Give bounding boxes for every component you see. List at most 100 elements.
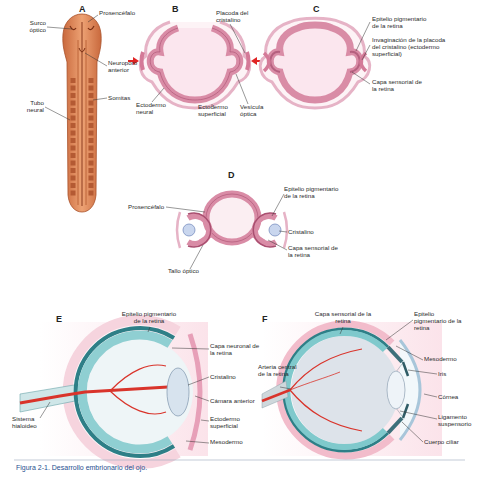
neural-groove — [82, 22, 83, 206]
panel-letter: D — [228, 170, 235, 180]
ciliary-body — [388, 347, 402, 362]
leader-line — [362, 45, 370, 60]
structure-label: Sistema hialoideo — [12, 416, 46, 430]
leader-line — [280, 387, 291, 389]
structure-label: Capa sensorial de la retina — [312, 311, 374, 325]
leader-line — [236, 74, 248, 104]
structure-label: Epitelio pigmentario de la retina — [372, 16, 430, 30]
optic-cup-e — [20, 320, 208, 464]
structure-label: Surco óptico — [14, 20, 46, 34]
iris — [403, 404, 408, 418]
lens — [167, 368, 189, 416]
neural-section-b — [128, 22, 262, 108]
structure-label: Epitelio pigmentario de la retina — [118, 311, 180, 325]
structure-label: Epitelio pigmentario de la retina — [414, 311, 466, 332]
structure-label: Capa sensorial de la retina — [372, 79, 424, 93]
leader-line — [188, 377, 209, 385]
leader-line — [195, 396, 209, 401]
surface-ectoderm — [140, 22, 249, 108]
structure-label: Somitas — [108, 95, 130, 102]
leader-line — [201, 420, 209, 421]
structure-label: Córnea — [438, 394, 458, 401]
neural-fold — [86, 40, 87, 205]
lens — [269, 224, 281, 236]
leader-line — [45, 107, 70, 120]
mesoderm — [280, 324, 392, 456]
structure-label: Vesícula óptica — [240, 104, 270, 118]
ciliary-body — [388, 418, 402, 433]
leader-line — [279, 231, 287, 232]
panel-letter: C — [313, 4, 320, 14]
structure-label: Ectodermo superficial — [198, 104, 238, 118]
panel-letter: E — [56, 314, 62, 324]
structure-label: Cuerpo ciliar — [424, 439, 459, 446]
structure-label: Placoda del cristalino — [216, 10, 258, 24]
panel-letter: A — [79, 4, 86, 14]
lens — [387, 371, 405, 409]
anterior-neuropore — [79, 48, 85, 52]
neural-ectoderm — [150, 28, 240, 100]
pigment-epithelium — [350, 52, 360, 72]
retinal-branch — [290, 349, 362, 390]
structure-label: Tallo óptico — [168, 268, 199, 275]
embryo — [63, 14, 101, 212]
figure-caption: Figura 2-1. Desarrollo embrionario del o… — [16, 464, 147, 471]
panel-letter: F — [262, 314, 268, 324]
lens — [183, 224, 195, 236]
central-retinal-artery — [262, 390, 290, 401]
lens-invagination — [264, 53, 269, 71]
structure-label: Neuroporo anterior — [108, 60, 144, 74]
prosencephalon — [206, 194, 258, 242]
leader-lines-f — [280, 320, 437, 442]
structure-label: Mesodermo — [210, 439, 243, 446]
panel-letter: B — [172, 4, 179, 14]
leader-lines-b — [152, 24, 248, 106]
leader-line — [230, 24, 245, 53]
structure-label: Cristalino — [210, 374, 236, 381]
leader-line — [402, 422, 423, 442]
retinal-branch — [290, 372, 340, 390]
iris — [403, 362, 408, 376]
leader-line — [352, 72, 370, 84]
structure-label: Ligamento suspensorio — [438, 414, 476, 428]
surface-ectoderm — [260, 18, 369, 108]
pigment-epithelium — [270, 52, 280, 72]
retinal-branch — [290, 390, 362, 431]
hyaloid-branch — [110, 365, 166, 391]
leader-line — [148, 327, 150, 332]
structure-label: Prosencéfalo — [99, 10, 135, 17]
leader-line — [356, 22, 370, 51]
leader-line — [93, 98, 107, 100]
structure-label: Cámara anterior — [210, 398, 255, 405]
pigment-epithelium — [284, 329, 388, 451]
leader-line — [400, 411, 437, 419]
structure-label: Epitelio pigmentario de la retina — [284, 186, 340, 200]
structure-label: Mesodermo — [424, 356, 457, 363]
leader-line — [85, 53, 107, 66]
leader-line — [40, 402, 50, 418]
structure-label: Capa neuronal de la retina — [210, 343, 262, 357]
neural-section-d — [177, 194, 287, 248]
somite-column — [71, 78, 76, 196]
leader-line — [340, 327, 343, 334]
leader-line — [272, 194, 284, 216]
leader-line — [186, 441, 209, 443]
leader-line — [190, 245, 203, 269]
leader-lines-d — [166, 194, 287, 269]
vitreous — [291, 336, 399, 444]
structure-label: Invaginación de la placoda del cristalin… — [372, 37, 446, 58]
eye-globe-f — [262, 322, 442, 456]
surface-ectoderm — [190, 334, 200, 450]
structure-label: Tubo neural — [14, 100, 44, 114]
neural-outline — [150, 28, 240, 100]
leader-line — [172, 348, 209, 349]
lens-invagination — [361, 53, 366, 71]
prosencephalon-outline — [206, 194, 258, 242]
leader-lines-c — [352, 22, 370, 84]
structure-label: Prosencéfalo — [128, 204, 164, 211]
neural-section-c — [260, 18, 369, 108]
arrow-head — [251, 57, 257, 65]
leader-line — [408, 370, 437, 374]
neural-retina — [287, 333, 385, 447]
